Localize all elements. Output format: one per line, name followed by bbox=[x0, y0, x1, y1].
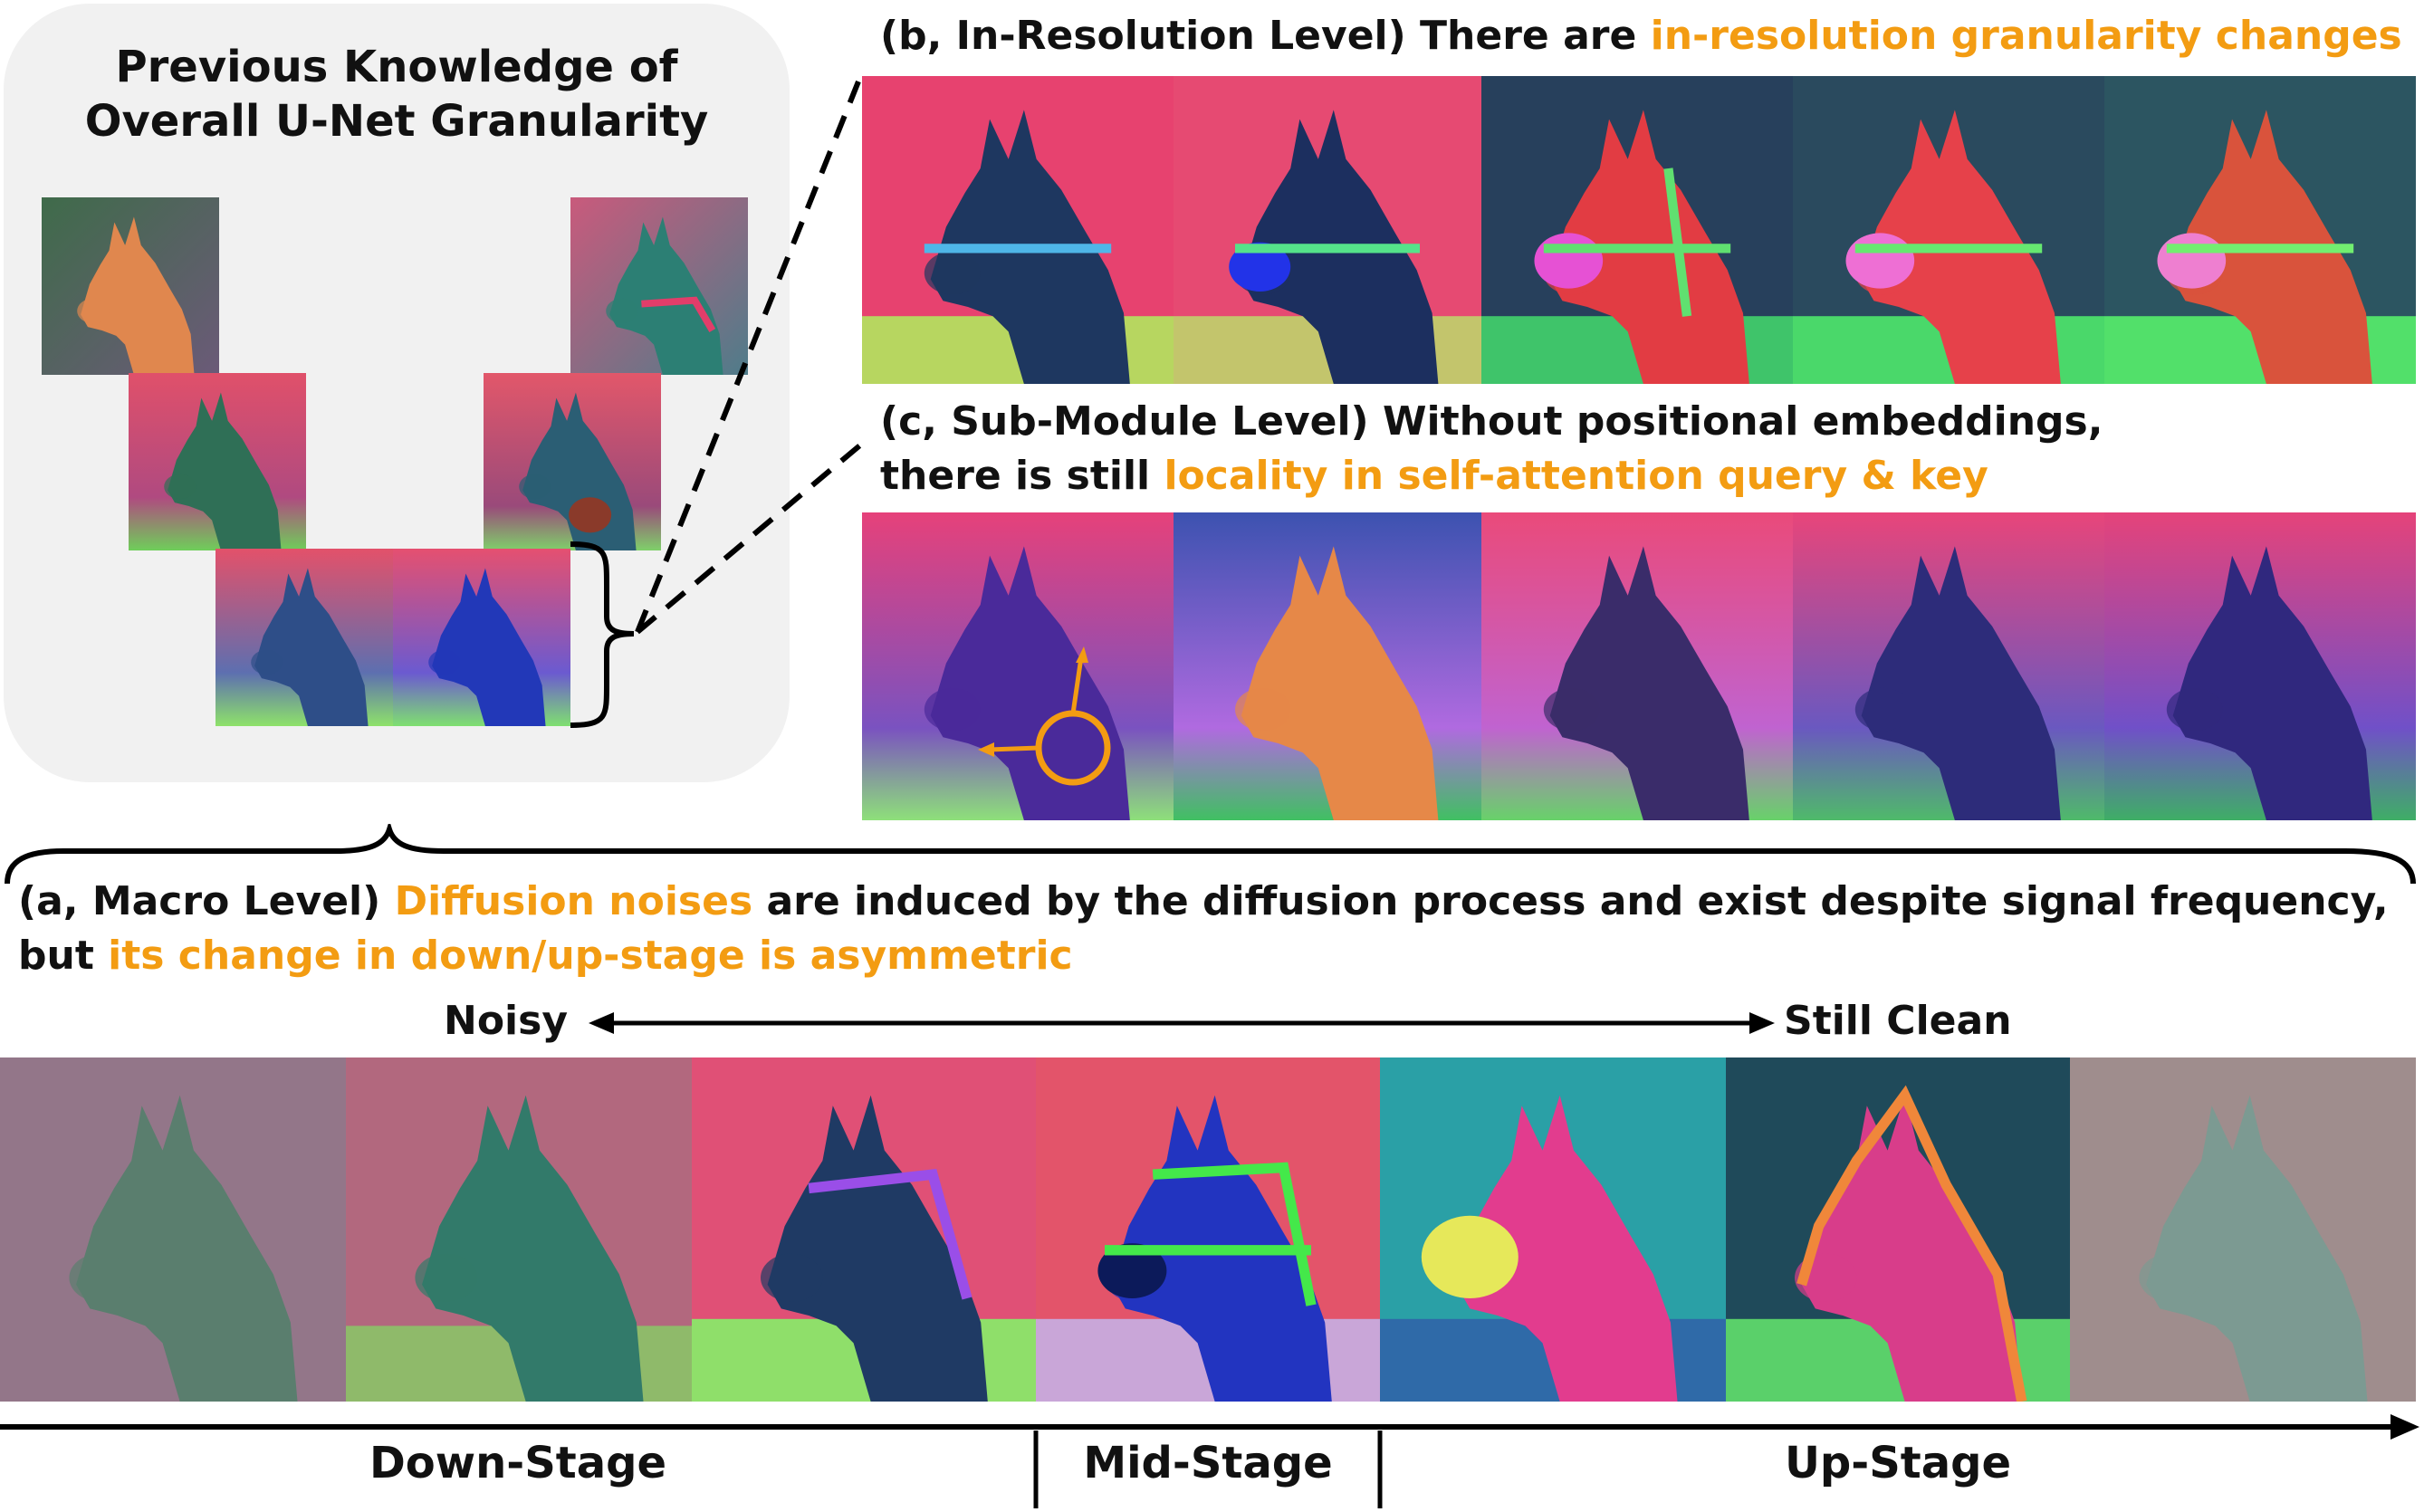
section-b-tile-3 bbox=[1481, 76, 1793, 384]
unet-tile-down-1 bbox=[42, 197, 219, 375]
section-c-tile-2 bbox=[1174, 512, 1481, 820]
horse-feature-map-image bbox=[692, 1057, 1036, 1402]
macro-tile-7 bbox=[2070, 1057, 2416, 1402]
horse-feature-map-image bbox=[1036, 1057, 1380, 1402]
unet-tile-mid-2 bbox=[393, 549, 570, 726]
dashed-zoom-line bbox=[635, 80, 864, 635]
section-b-highlight: in-resolution granularity changes bbox=[1650, 13, 2402, 59]
horse-feature-map-image bbox=[346, 1057, 692, 1402]
horse-feature-map-image bbox=[0, 1057, 346, 1402]
horse-feature-map-image bbox=[1380, 1057, 1726, 1402]
section-a-line1: (a, Macro Level) Diffusion noises are in… bbox=[18, 875, 2389, 929]
horse-feature-map-image bbox=[1793, 76, 2104, 384]
curly-brace-icon bbox=[5, 824, 2416, 885]
section-a-prefix: (a, Macro Level) bbox=[18, 878, 395, 924]
section-b-prefix: (b, In-Resolution Level) There are bbox=[880, 13, 1651, 59]
horse-feature-map-image bbox=[1481, 512, 1793, 820]
unet-tile-up-1 bbox=[570, 197, 748, 375]
stage-axis-arrow bbox=[0, 1414, 2419, 1508]
panel-title-line2: Overall U-Net Granularity bbox=[84, 96, 709, 147]
section-b-tile-1 bbox=[862, 76, 1174, 384]
horse-feature-map-image bbox=[129, 373, 306, 550]
horse-feature-map-image bbox=[42, 197, 219, 375]
unet-tile-up-2 bbox=[484, 373, 661, 550]
horse-feature-map-image bbox=[570, 197, 748, 375]
still-clean-label: Still Clean bbox=[1784, 998, 2012, 1044]
macro-tile-5 bbox=[1380, 1057, 1726, 1402]
horse-feature-map-image bbox=[393, 549, 570, 726]
horse-feature-map-image bbox=[1174, 512, 1481, 820]
up-stage-label: Up-Stage bbox=[1784, 1438, 2012, 1488]
section-c-highlight: locality in self-attention query & key bbox=[1164, 453, 1988, 499]
double-arrow-icon bbox=[589, 1012, 1775, 1034]
horse-feature-map-image bbox=[862, 76, 1174, 384]
section-a-highlight2: its change in down/up-stage is asymmetri… bbox=[108, 933, 1073, 979]
orange-circle-marker-icon bbox=[978, 646, 1111, 786]
section-a-line2: but its change in down/up-stage is asymm… bbox=[18, 929, 2389, 983]
section-c-tile-5 bbox=[2104, 512, 2416, 820]
horse-feature-map-image bbox=[1726, 1057, 2070, 1402]
section-b-tile-5 bbox=[2104, 76, 2416, 384]
macro-tile-6 bbox=[1726, 1057, 2070, 1402]
macro-tile-2 bbox=[346, 1057, 692, 1402]
curly-brace-icon bbox=[570, 541, 635, 728]
horse-feature-map-image bbox=[484, 373, 661, 550]
noisy-label: Noisy bbox=[444, 998, 569, 1044]
section-c-tile-1 bbox=[862, 512, 1174, 820]
down-stage-label: Down-Stage bbox=[369, 1438, 667, 1488]
horse-feature-map-image bbox=[216, 549, 393, 726]
horse-feature-map-image bbox=[2104, 512, 2416, 820]
section-a-middle: are induced by the diffusion process and… bbox=[752, 878, 2389, 924]
section-c-tile-4 bbox=[1793, 512, 2104, 820]
unet-tile-down-2 bbox=[129, 373, 306, 550]
section-c-tile-3 bbox=[1481, 512, 1793, 820]
section-b-heading: (b, In-Resolution Level) There are in-re… bbox=[880, 9, 2402, 63]
horse-feature-map-image bbox=[1174, 76, 1481, 384]
section-c-heading: (c, Sub-Module Level) Without positional… bbox=[880, 395, 2103, 503]
section-c-line1: (c, Sub-Module Level) Without positional… bbox=[880, 398, 2103, 445]
section-b-tile-4 bbox=[1793, 76, 2104, 384]
section-a-heading: (a, Macro Level) Diffusion noises are in… bbox=[18, 875, 2389, 983]
horse-feature-map-image bbox=[1793, 512, 2104, 820]
panel-title-line1: Previous Knowledge of bbox=[115, 42, 678, 92]
section-b-tile-2 bbox=[1174, 76, 1481, 384]
macro-tile-4 bbox=[1036, 1057, 1380, 1402]
macro-tile-1 bbox=[0, 1057, 346, 1402]
unet-tile-mid-1 bbox=[216, 549, 393, 726]
mid-stage-label: Mid-Stage bbox=[1083, 1438, 1333, 1488]
section-c-line2: there is still locality in self-attentio… bbox=[880, 449, 2103, 503]
section-c-line2-prefix: there is still bbox=[880, 453, 1164, 499]
horse-feature-map-image bbox=[2070, 1057, 2416, 1402]
section-a-line2-prefix: but bbox=[18, 933, 109, 979]
horse-feature-map-image bbox=[862, 512, 1174, 820]
horse-feature-map-image bbox=[2104, 76, 2416, 384]
section-a-highlight1: Diffusion noises bbox=[394, 878, 753, 924]
horse-feature-map-image bbox=[1481, 76, 1793, 384]
u-net-panel-title: Previous Knowledge of Overall U-Net Gran… bbox=[4, 40, 790, 148]
macro-tile-3 bbox=[692, 1057, 1036, 1402]
